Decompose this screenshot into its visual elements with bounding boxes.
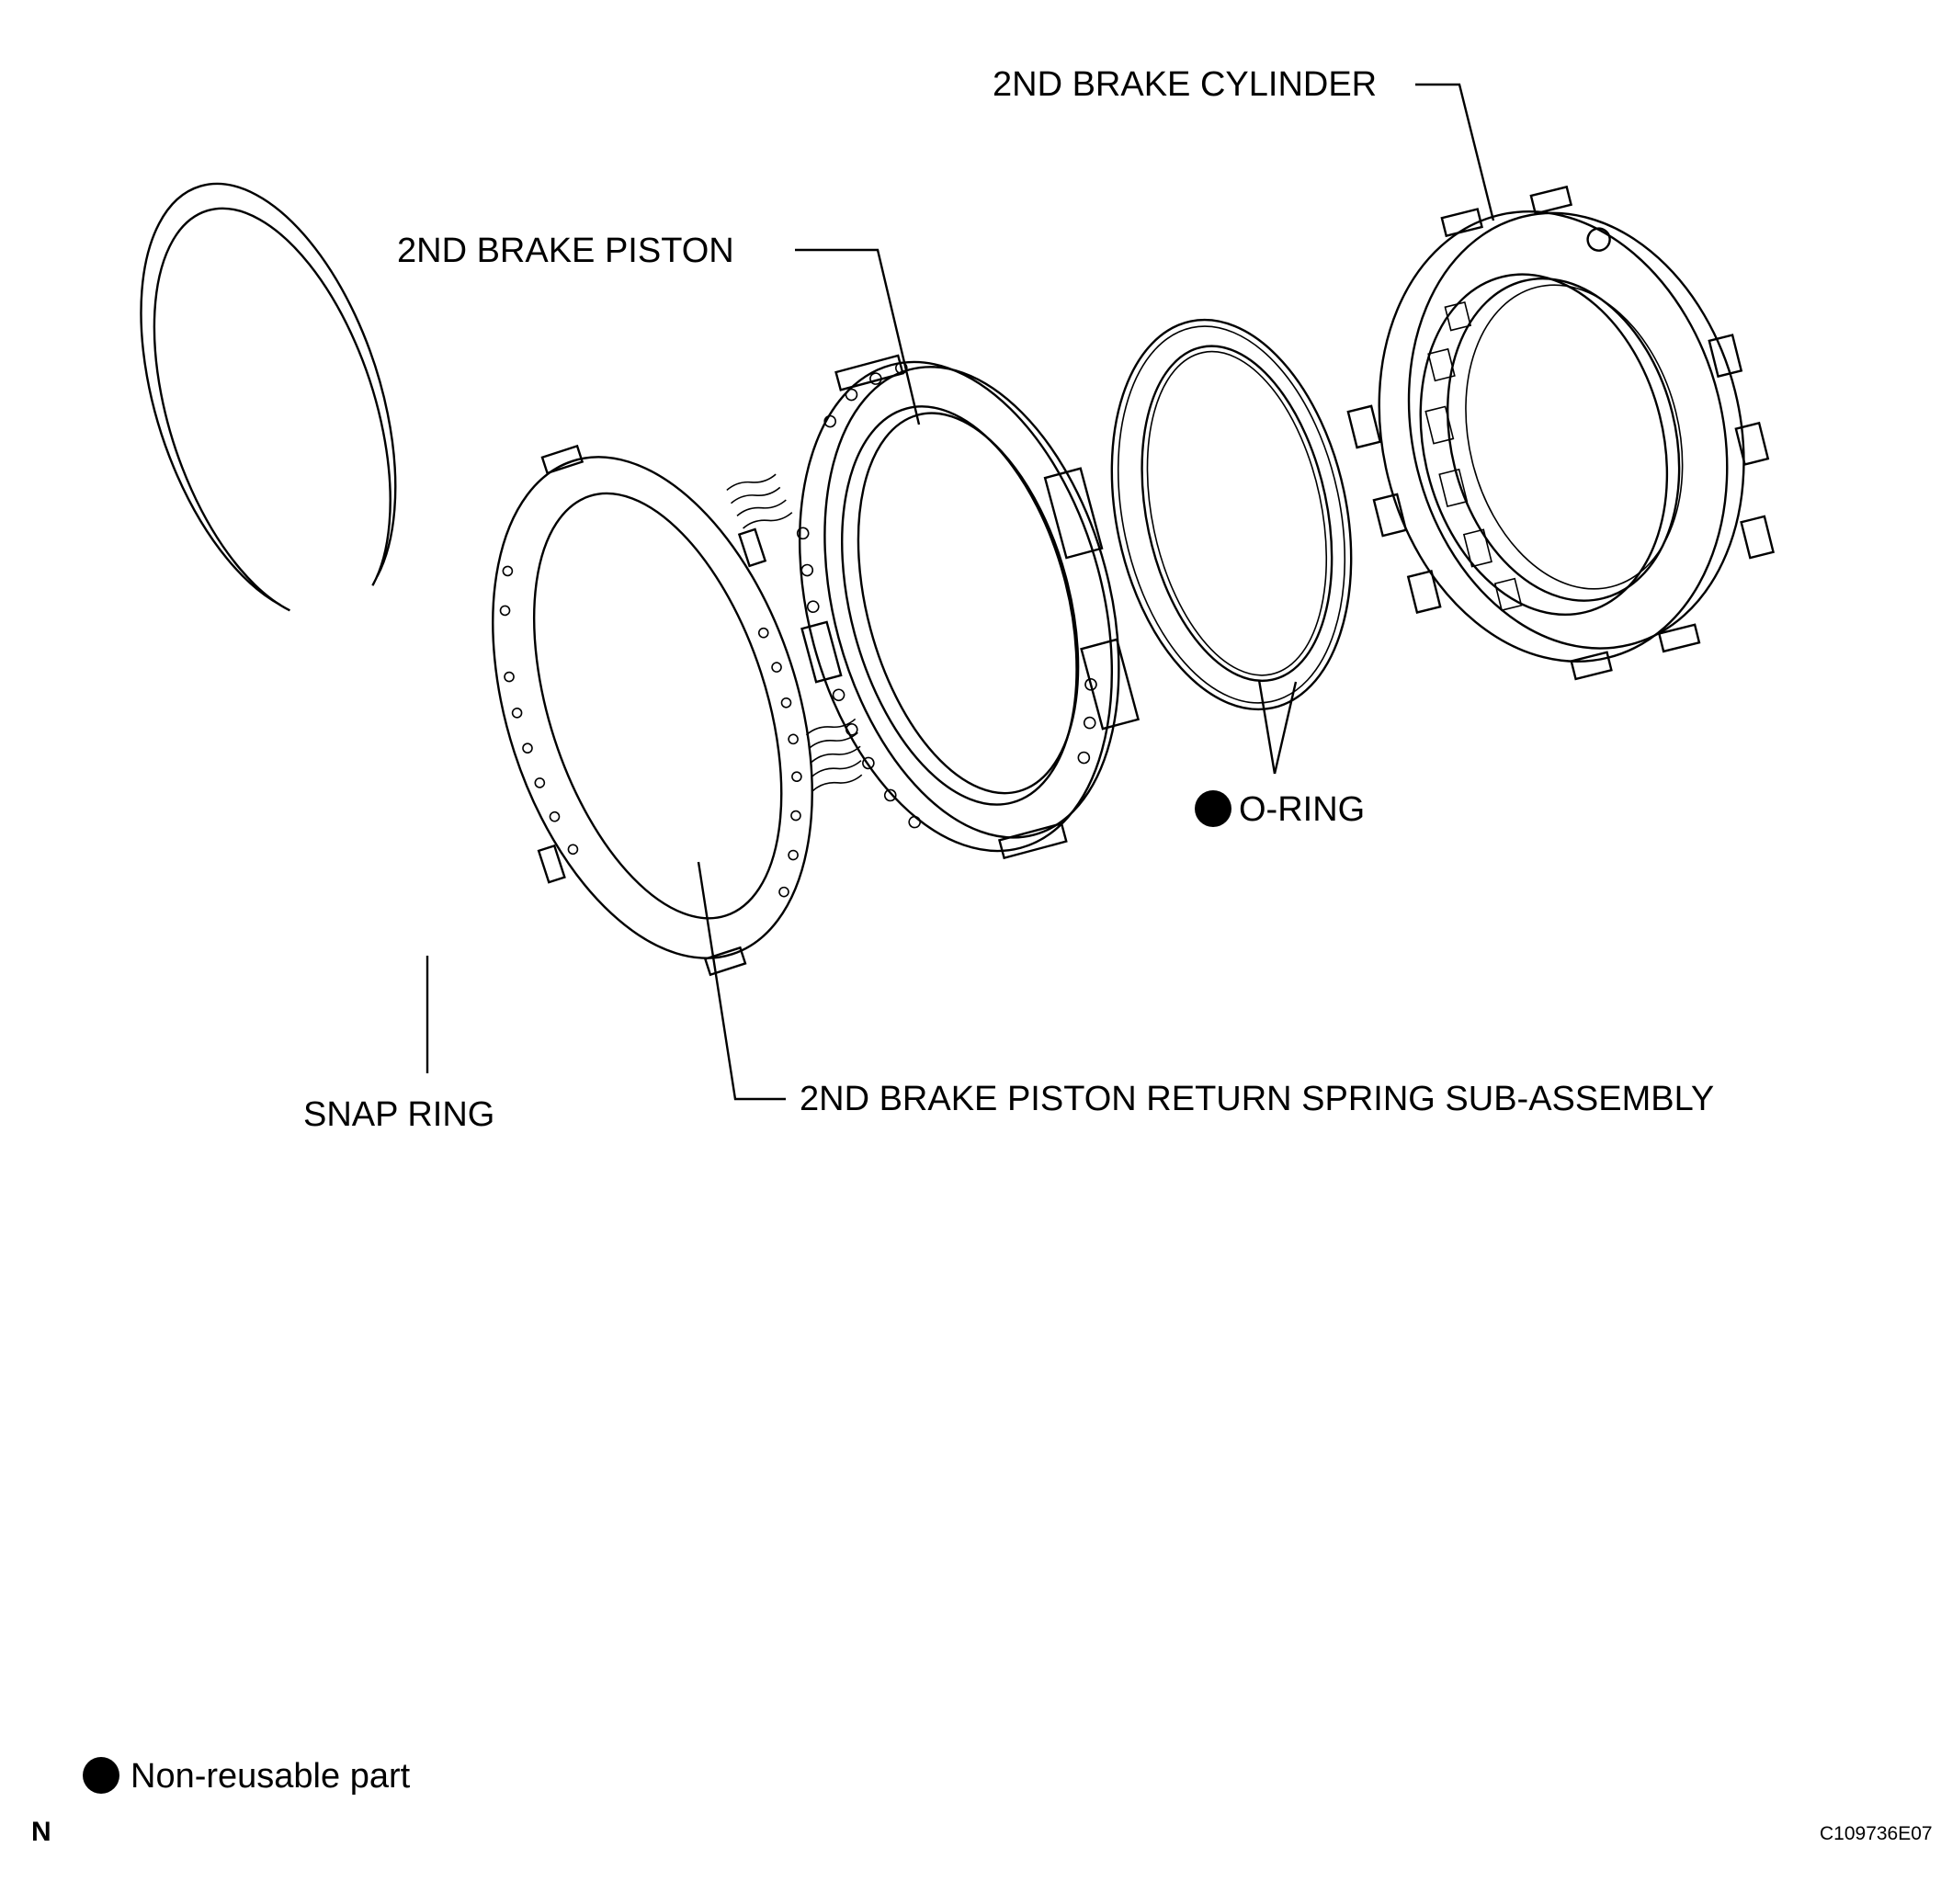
brake-cylinder-part <box>1346 185 1776 681</box>
legend-non-reusable-text: Non-reusable part <box>131 1757 411 1796</box>
footer-left-code: N <box>31 1817 51 1847</box>
legend-non-reusable-icon <box>83 1757 119 1794</box>
coil-springs <box>726 473 863 792</box>
leader-o-ring-b <box>1273 681 1298 775</box>
spring-holes <box>499 565 802 898</box>
leader-return-spring <box>697 861 786 1101</box>
label-brake-cylinder: 2ND BRAKE CYLINDER <box>993 65 1377 104</box>
cylinder-splines <box>1424 300 1523 612</box>
o-ring-non-reusable-icon <box>1195 790 1231 827</box>
snap-ring-part <box>140 182 397 612</box>
label-o-ring: O-RING <box>1239 790 1365 829</box>
brake-piston-part <box>796 354 1141 860</box>
cylinder-teeth <box>1346 185 1776 681</box>
return-spring-part <box>492 444 863 977</box>
leader-o-ring-a <box>1257 679 1277 775</box>
label-brake-piston: 2ND BRAKE PISTON <box>397 232 734 270</box>
o-ring-part <box>1110 318 1353 711</box>
figure-id: C109736E07 <box>1820 1823 1933 1844</box>
piston-holes <box>796 361 1097 829</box>
label-snap-ring: SNAP RING <box>303 1095 494 1134</box>
bleed-hole <box>1586 227 1611 252</box>
label-return-spring: 2ND BRAKE PISTON RETURN SPRING SUB-ASSEM… <box>800 1080 1714 1118</box>
leader-brake-cylinder <box>1415 83 1495 221</box>
leader-brake-piston <box>795 248 921 425</box>
